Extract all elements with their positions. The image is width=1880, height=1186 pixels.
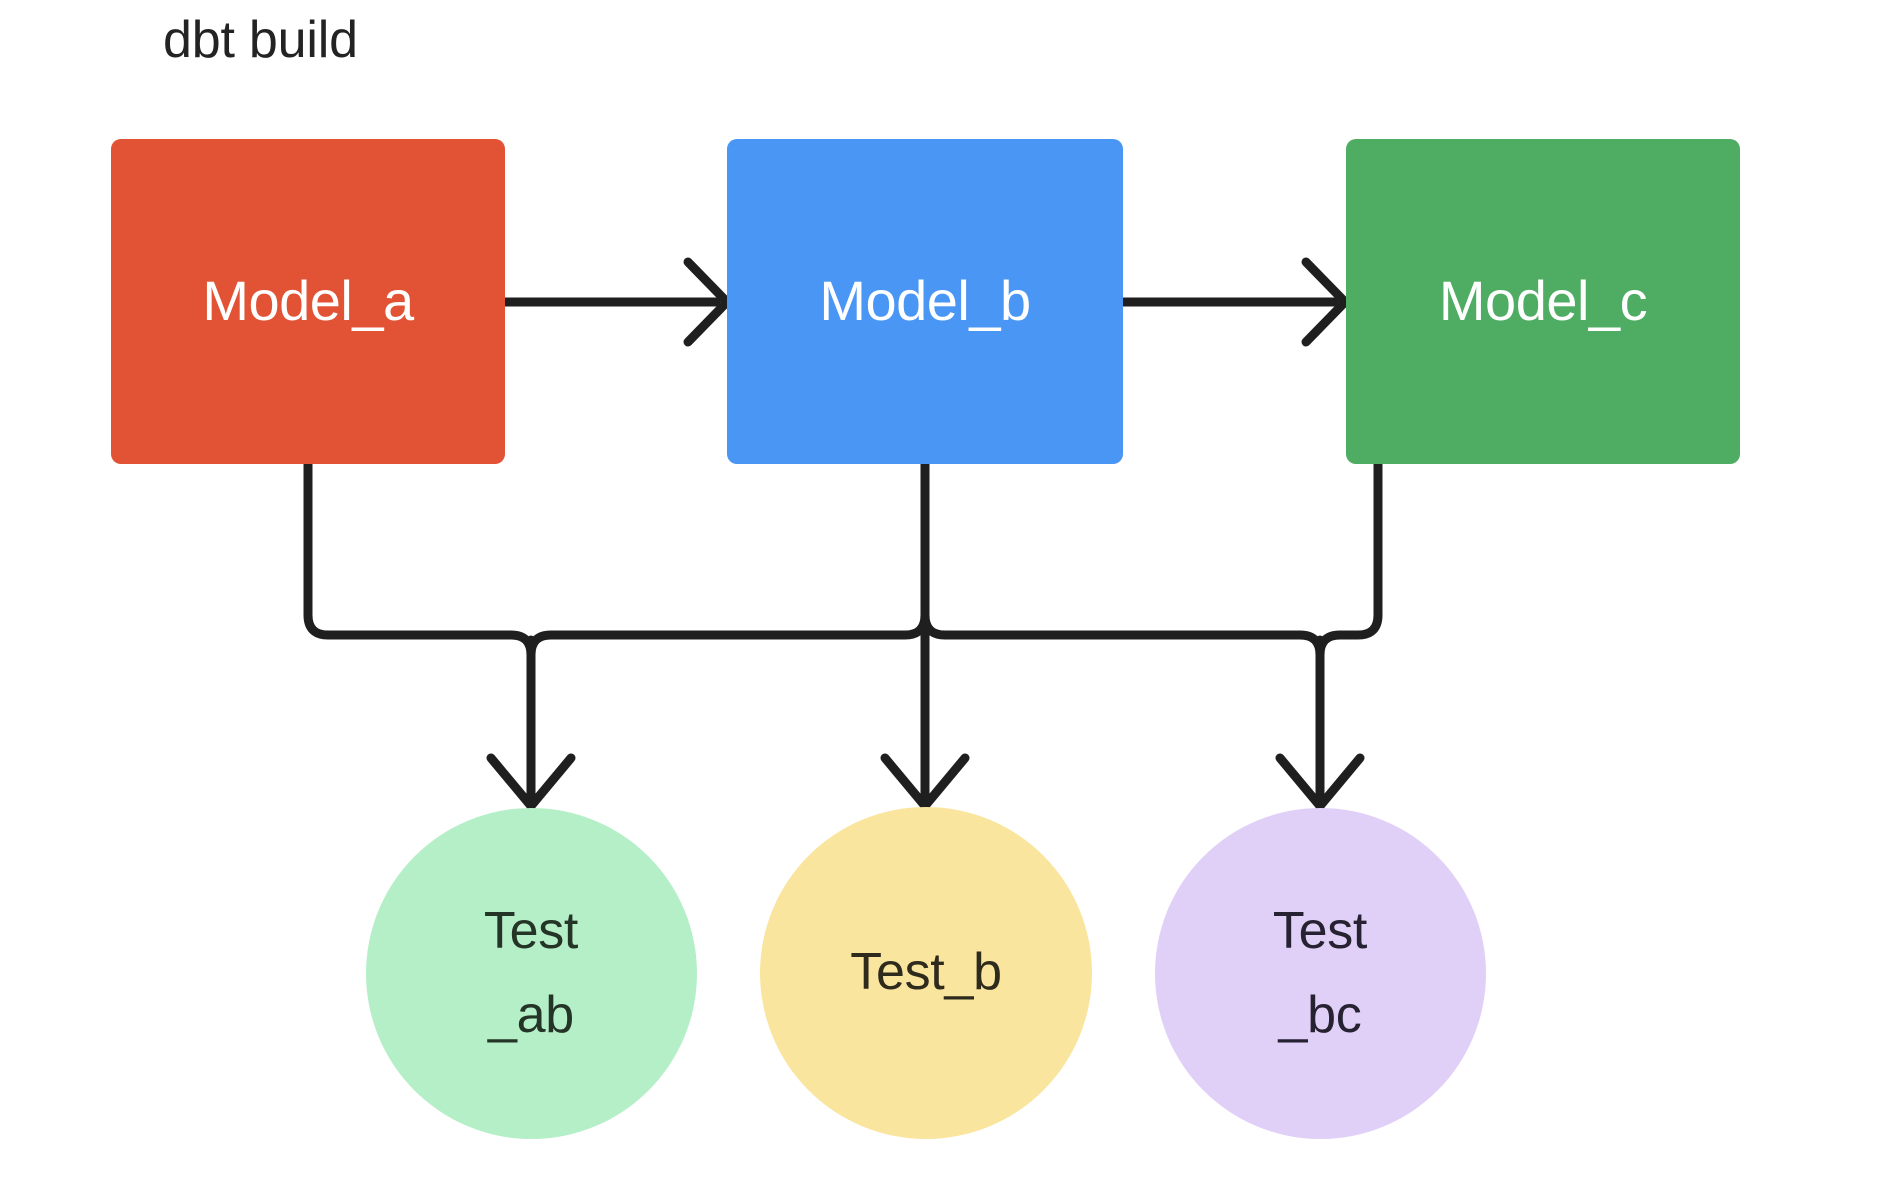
node-test-b-label: Test_b — [850, 943, 1002, 1002]
node-test-bc-label: Test _bc — [1272, 901, 1368, 1044]
edge-model-a-to-model-b — [500, 257, 732, 347]
node-test-ab-label: Test _ab — [483, 901, 579, 1044]
node-model-a[interactable]: Model_a — [111, 139, 505, 464]
edge-model-a-to-test-ab — [303, 459, 536, 660]
node-test-ab[interactable]: Test _ab — [365, 807, 697, 1139]
edge-model-b-to-test-b — [880, 459, 970, 811]
edge-model-b-to-test-bc — [920, 459, 1325, 660]
edge-model-b-to-test-ab — [526, 459, 930, 660]
edge-model-c-to-test-bc — [1315, 459, 1383, 660]
node-test-bc[interactable]: Test _bc — [1154, 807, 1486, 1139]
node-test-b[interactable]: Test_b — [760, 807, 1092, 1139]
node-model-a-label: Model_a — [202, 269, 414, 333]
node-model-b-label: Model_b — [819, 269, 1031, 333]
node-model-b[interactable]: Model_b — [727, 139, 1123, 464]
node-model-c[interactable]: Model_c — [1346, 139, 1740, 464]
page-title: dbt build — [163, 11, 358, 69]
edge-drop-test-ab — [486, 635, 576, 811]
edge-model-b-to-model-c — [1118, 257, 1350, 347]
node-model-c-label: Model_c — [1438, 269, 1648, 333]
edge-drop-test-bc — [1275, 635, 1365, 811]
